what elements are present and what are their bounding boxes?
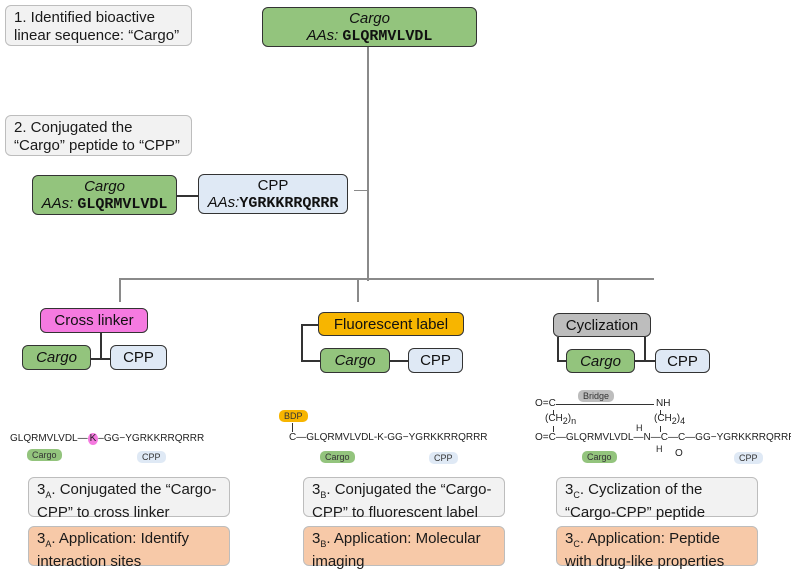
branch-c-cpp-tag: CPP xyxy=(734,452,763,464)
cycl-link-right-h xyxy=(634,360,656,362)
conjugate-link xyxy=(177,195,198,197)
tree-trunk xyxy=(367,47,369,281)
ch2-4: (CH2)4 xyxy=(654,413,686,426)
step-3c-description: 3C. Cyclization of the “Cargo-CPP” pepti… xyxy=(556,477,758,521)
step-3c-application: 3C. Application: Peptide with drug-like … xyxy=(556,526,758,570)
label-link-h2 xyxy=(301,360,320,362)
alpha-h: H xyxy=(656,444,663,454)
bdp-label-tag: BDP xyxy=(279,410,308,422)
branch-a-cpp-tag: CPP xyxy=(137,451,166,463)
label-link-h1 xyxy=(301,324,318,326)
label-link-v xyxy=(301,324,303,361)
step-3b-description: 3B. Conjugated the “Cargo- CPP” to fluor… xyxy=(303,477,505,521)
left-bond-1 xyxy=(553,410,554,415)
nh-h-top: H xyxy=(636,423,643,433)
branch-b-cargo-cpp-link xyxy=(390,360,408,362)
step-1-label: 1. Identified bioactive linear sequence:… xyxy=(5,5,192,46)
cross-linker-node: Cross linker xyxy=(40,308,148,333)
branch-a-cpp-node: CPP xyxy=(110,345,167,370)
branch-c-drop xyxy=(597,278,599,302)
branch-c-cargo-node: Cargo xyxy=(566,349,635,373)
branch-a-cargo-tag: Cargo xyxy=(27,449,62,461)
cycl-link-right-v xyxy=(644,337,646,361)
bridge-nh: NH xyxy=(656,398,671,409)
cycl-link-left-v xyxy=(557,337,559,361)
top-carbonyl: O=C xyxy=(535,398,556,409)
conjugate-branch xyxy=(354,190,368,191)
right-bond-1 xyxy=(660,410,661,415)
crosslinker-lysine: K xyxy=(87,433,99,445)
branch-a-drop xyxy=(119,278,121,302)
cycl-link-left-h xyxy=(557,360,566,362)
bridge-bond xyxy=(556,404,654,405)
branch-c-cargo-tag: Cargo xyxy=(582,451,617,463)
conjugate-cargo-node: Cargo AAs: GLQRMVLVDL xyxy=(32,175,177,215)
bdp-bond xyxy=(292,423,293,432)
branch-b-cargo-node: Cargo xyxy=(320,348,390,373)
branch-a-cargo-node: Cargo xyxy=(22,345,91,370)
top-cargo-node: Cargo AAs: GLQRMVLVDL xyxy=(262,7,477,47)
right-bond-2 xyxy=(660,426,661,432)
step-3a-application: 3A. Application: Identify interaction si… xyxy=(28,526,230,570)
branch-b-cargo-tag: Cargo xyxy=(320,451,355,463)
branch-c-structure: O=C—GLQRMVLVDL—N—C—C—GG−YGRKKRRQRRR xyxy=(535,432,791,443)
carbonyl-o: O xyxy=(675,448,683,459)
cross-linker-link-v xyxy=(100,333,102,359)
step-3b-application: 3B. Application: Molecular imaging xyxy=(303,526,505,570)
cross-linker-link-h xyxy=(90,358,111,360)
left-bond-2 xyxy=(553,426,554,432)
branch-b-structure: C—GLQRMVLVDL-K-GG−YGRKKRRQRRR xyxy=(289,432,488,443)
branch-c-cpp-node: CPP xyxy=(655,349,710,373)
branch-bar xyxy=(119,278,654,280)
bridge-tag: Bridge xyxy=(578,390,615,402)
branch-b-cpp-tag: CPP xyxy=(429,452,458,464)
step-2-label: 2. Conjugated the “Cargo” peptide to “CP… xyxy=(5,115,192,156)
branch-b-drop xyxy=(357,278,359,302)
conjugate-cpp-node: CPP AAs:YGRKKRRQRRR xyxy=(198,174,348,214)
fluorescent-label-node: Fluorescent label xyxy=(318,312,464,336)
branch-a-structure: GLQRMVLVDL—K–GG−YGRKKRRQRRR xyxy=(10,433,205,445)
cyclization-node: Cyclization xyxy=(553,313,651,337)
step-3a-description: 3A. Conjugated the “Cargo- CPP” to cross… xyxy=(28,477,230,521)
branch-b-cpp-node: CPP xyxy=(408,348,463,373)
ch2-n: (CH2)n xyxy=(545,413,577,426)
